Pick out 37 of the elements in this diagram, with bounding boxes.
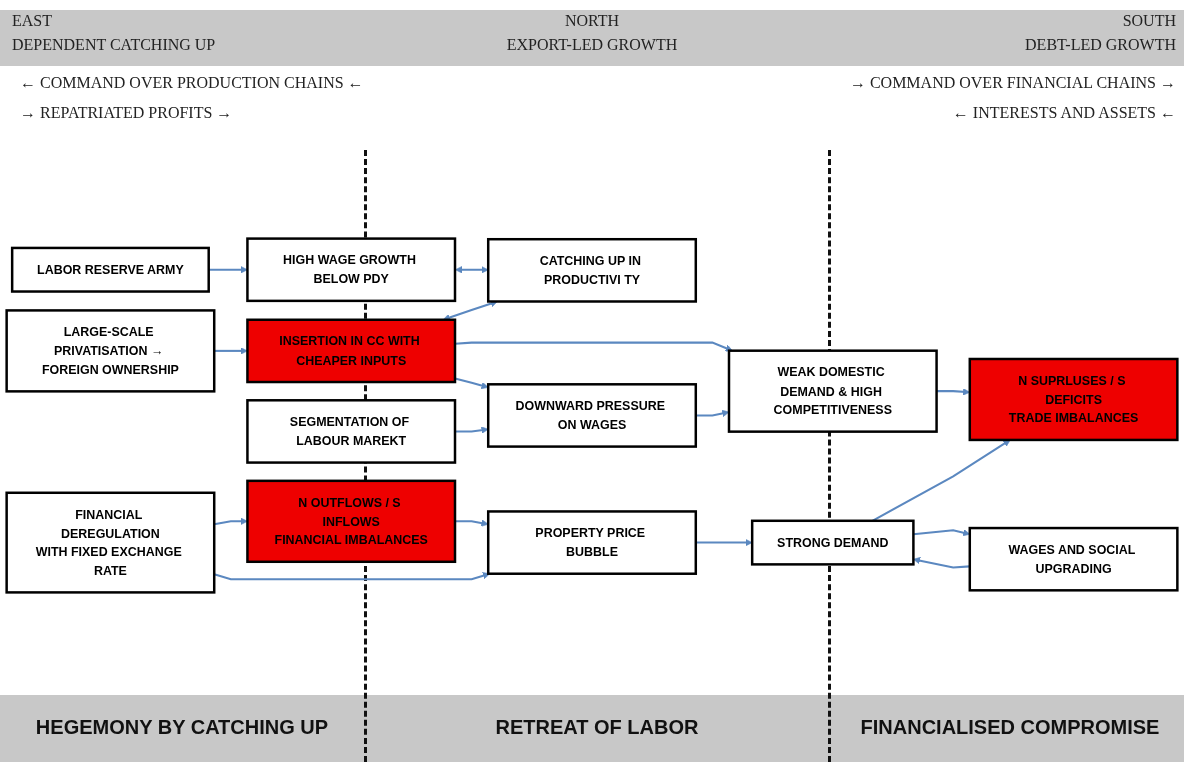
arrow — [455, 265, 489, 273]
node-box: DOWNWARD PRESSURE ON WAGES — [486, 382, 698, 448]
arrow — [214, 346, 248, 355]
flow-note: ← INTERESTS AND ASSETS ← — [952, 104, 1176, 122]
node-box: N OUTFLOWS / S INFLOWS FINANCIAL IMBALANCES — [246, 479, 457, 563]
arrow — [455, 519, 489, 527]
node-box: HIGH WAGE GROWTH BELOW PDY — [246, 236, 457, 302]
node-box: SEGMENTATION OF LABOUR MAREKT — [246, 398, 457, 464]
arrow — [208, 265, 248, 273]
band-heading: RETREAT OF LABOR — [495, 716, 699, 739]
column-heading: NORTH — [564, 12, 620, 30]
node-box: WEAK DOMESTIC DEMAND & HIGH COMPETITIVENESS — [727, 348, 938, 433]
node-box: FINANCIAL DEREGULATION WITH FIXED EXCHANGE RATE — [5, 491, 216, 594]
column-heading: SOUTH — [1122, 12, 1176, 30]
flow-note: → REPATRIATED PROFITS → — [20, 104, 233, 122]
arrow — [454, 376, 489, 389]
flow-note: → COMMAND OVER FINANCIAL CHAINS → — [849, 74, 1176, 92]
flow-note: ← COMMAND OVER PRODUCTION CHAINS ← — [20, 74, 364, 92]
column-heading: DEPENDENT CATCHING UP — [12, 36, 216, 54]
arrow — [695, 409, 730, 417]
column-heading: EXPORT-LED GROWTH — [506, 36, 678, 54]
node-box: PROPERTY PRICE BUBBLE — [486, 509, 698, 575]
node-box: STRONG DEMAND — [750, 519, 915, 566]
column-heading: DEBT-LED GROWTH — [1025, 36, 1176, 54]
arrow — [913, 556, 970, 569]
node-box: CATCHING UP IN PRODUCTIVI TY — [486, 237, 698, 303]
column-heading: EAST — [12, 12, 52, 30]
node-box: LARGE-SCALE PRIVATISATION → FOREIGN OWNERSHIP — [5, 308, 216, 393]
node-box: WAGES AND SOCIAL UPGRADING — [968, 526, 1179, 592]
arrow — [455, 426, 489, 434]
node-box: INSERTION IN CC WITH CHEAPER INPUTS — [246, 318, 457, 383]
node-box: N SUPRLUSES / S DEFICITS TRADE IMBALANCES — [968, 357, 1179, 441]
arrow — [214, 517, 248, 525]
band-heading: HEGEMONY BY CATCHING UP — [35, 716, 329, 739]
arrow — [695, 538, 753, 546]
node-box: LABOR RESERVE ARMY — [10, 246, 210, 293]
band-heading: FINANCIALISED COMPROMISE — [860, 716, 1160, 739]
